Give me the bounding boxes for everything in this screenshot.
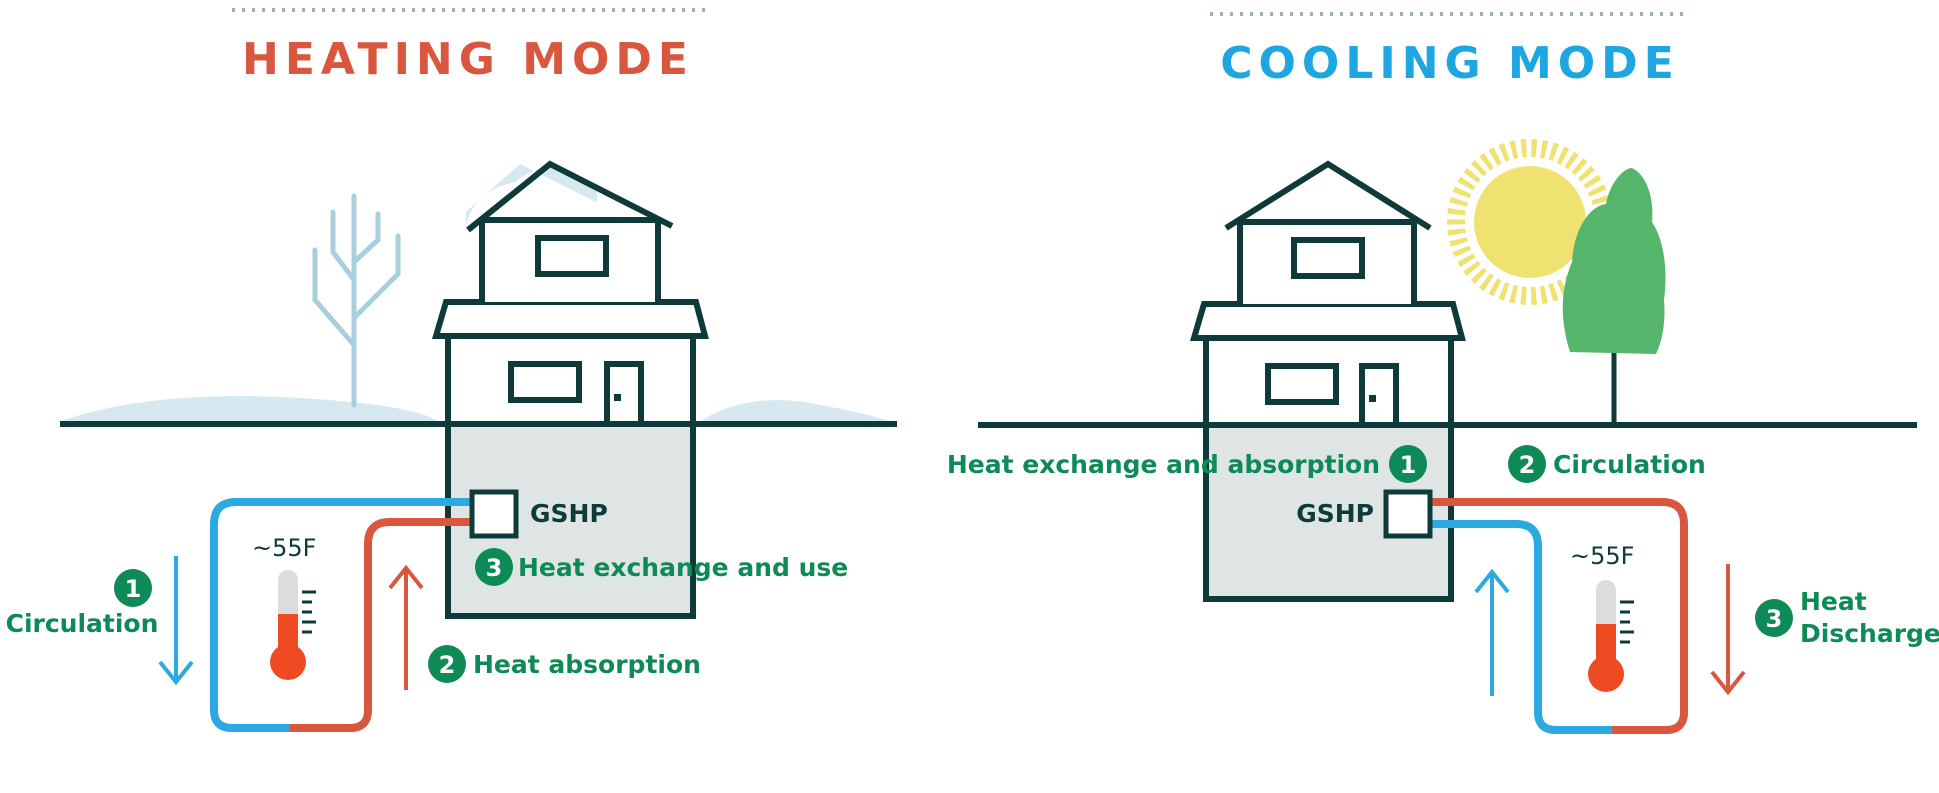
- cooling-step-3-label-line1: Heat: [1800, 587, 1867, 616]
- heating-down-arrow-icon: [158, 556, 194, 686]
- cooling-title: COOLING MODE: [1220, 38, 1680, 89]
- heating-pipe-red: [290, 518, 472, 732]
- cooling-pipe-blue: [1430, 520, 1612, 734]
- heating-step-3-label: Heat exchange and use: [518, 553, 848, 582]
- heating-pipe-blue: [210, 498, 472, 732]
- snow-drift-right: [700, 400, 892, 422]
- heating-panel: HEATING MODE: [6, 8, 897, 732]
- heating-step-2-badge: [428, 645, 466, 683]
- snow-drift-left: [58, 396, 440, 422]
- cooling-step-2-badge: [1508, 445, 1546, 483]
- cooling-thermometer-icon: [1588, 580, 1634, 692]
- heating-step-1-badge: [114, 569, 152, 607]
- cooling-gshp-label: GSHP: [1296, 499, 1374, 528]
- heating-step-3-badge: [475, 548, 513, 586]
- cooling-gshp-box: [1383, 489, 1433, 539]
- cooling-panel: COOLING MODE GSHP: [947, 12, 1939, 734]
- heating-step-2-number: 2: [439, 651, 456, 679]
- cooling-temperature: ~55F: [1570, 542, 1634, 570]
- heating-house-icon: [431, 160, 709, 619]
- cooling-pipe-red: [1430, 498, 1688, 734]
- cooling-door-knob: [1369, 395, 1376, 402]
- heating-temperature: ~55F: [252, 534, 316, 562]
- cooling-step-1-number: 1: [1400, 451, 1417, 479]
- heating-step-1-number: 1: [125, 575, 142, 603]
- cooling-step-1-badge: [1389, 445, 1427, 483]
- heating-step-1-label: Circulation: [6, 609, 159, 638]
- cooling-step-3-number: 3: [1766, 605, 1783, 633]
- heating-title: HEATING MODE: [242, 34, 694, 85]
- heating-gshp-label: GSHP: [530, 499, 608, 528]
- heating-step-2-label: Heat absorption: [473, 650, 701, 679]
- heating-up-arrow-icon: [388, 564, 424, 690]
- cooling-step-1-label: Heat exchange and absorption: [947, 450, 1380, 479]
- heating-thermometer-icon: [270, 570, 316, 680]
- cooling-step-3-label-line2: Discharge: [1800, 619, 1939, 648]
- tree-icon: [1562, 168, 1666, 424]
- heating-step-3-number: 3: [486, 554, 503, 582]
- cooling-step-2-label: Circulation: [1553, 450, 1706, 479]
- cooling-up-arrow-icon: [1474, 568, 1510, 696]
- cooling-step-3-badge: [1755, 599, 1793, 637]
- door-knob: [614, 394, 621, 401]
- roof-snow: [466, 164, 598, 225]
- cooling-down-arrow-icon: [1710, 564, 1746, 696]
- heating-gshp-box: [469, 489, 519, 539]
- cooling-step-2-number: 2: [1519, 451, 1536, 479]
- bare-tree-icon: [312, 193, 401, 408]
